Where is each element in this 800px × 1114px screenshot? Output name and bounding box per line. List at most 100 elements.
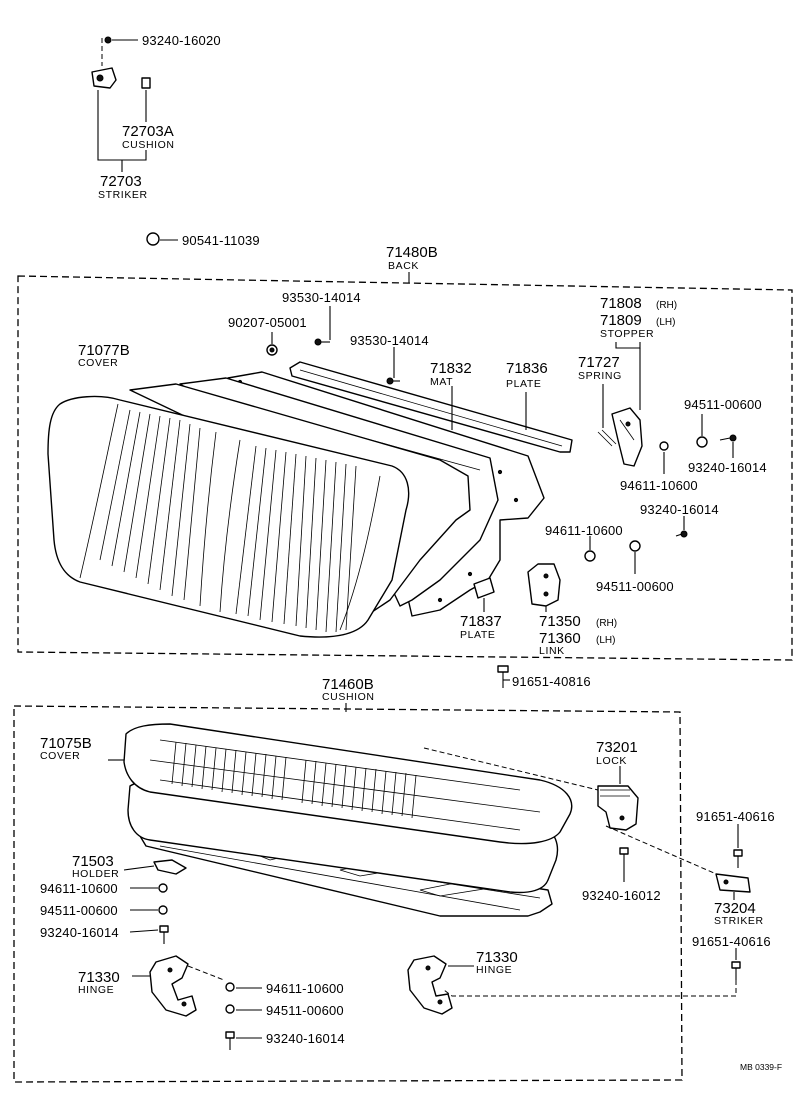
hinge-dashed-line [443,980,737,997]
screw-93240-16014-a-icon [729,434,737,442]
label-striker-top: STRIKER [98,189,148,201]
label-73204: 73204 [714,900,756,917]
screw-93240-16020-icon [104,36,112,44]
screw-93530-14014-a-icon [314,338,322,346]
label-holder: HOLDER [72,868,119,880]
label-93240-16014-b: 93240-16014 [640,502,719,517]
label-94611-10600-d: 94611-10600 [266,981,344,996]
cover-71077B [47,383,471,638]
label-link: LINK [539,645,565,657]
label-spring: SPRING [578,370,622,382]
screw-shaft [719,437,731,441]
hinge-left-dashed-line [187,965,225,981]
washer-94511-00600-c-icon [158,905,168,915]
plug-icon [146,232,160,246]
label-back: BACK [388,260,419,272]
washer-94511-00600-b-icon [629,540,641,552]
label-71837: 71837 [460,613,502,630]
cushion-seam-back [159,779,521,831]
label-hinge-left: HINGE [78,984,114,996]
fasteners-back-lower [473,516,688,612]
label-72703: 72703 [100,173,142,190]
label-71077B: 71077B [78,342,130,359]
label-71350: 71350 [539,613,581,630]
cover-back-pleats-left [99,409,201,601]
lock-icon [597,785,639,831]
label-71330-left: 71330 [78,969,120,986]
bolt-91651-40816 [497,665,510,688]
plate-bar-inner [299,369,563,447]
cushion-group-box [13,705,683,1083]
link-71350-icon [527,563,561,607]
label-71360-lh: (LH) [596,635,615,646]
washer-94611-10600-c-icon [158,883,168,893]
hinge-left-icon [149,955,197,1017]
lock-to-striker-line [605,825,731,881]
cover-back-pleats-right [235,445,357,633]
label-hinge-right: HINGE [476,964,512,976]
striker-73204 [443,824,751,997]
label-94511-00600-b: 94511-00600 [596,579,674,594]
diagram-code: MB 0339-F [740,1062,782,1072]
label-71809: 71809 [600,312,642,329]
label-71360: 71360 [539,630,581,647]
plate-71837-icon [473,577,495,599]
label-stopper: STOPPER [600,328,654,340]
lock-dashed-line [423,747,599,791]
striker-assembly-top [91,36,151,172]
cover-pleat-edge-left [79,403,119,579]
plate-71836 [289,361,573,453]
label-94611-10600-a: 94611-10600 [620,478,698,493]
label-71809-lh: (LH) [656,317,675,328]
spring-71727-icon [597,431,613,447]
label-93240-16014-d: 93240-16014 [266,1031,345,1046]
striker-hole-icon [96,74,104,82]
hinge-fasteners [225,982,262,1050]
label-striker-bottom: STRIKER [714,915,764,927]
lock-73201 [423,747,731,882]
label-71330-right: 71330 [476,949,518,966]
label-91651-40816: 91651-40816 [512,674,591,689]
washer-94611-10600-b-icon [584,550,596,562]
plug-90541-11039 [146,232,178,246]
label-71460B: 71460B [322,676,374,693]
label-90541-11039: 90541-11039 [182,233,260,248]
label-71075B: 71075B [40,735,92,752]
label-93240-16020: 93240-16020 [142,33,221,48]
label-71480B: 71480B [386,244,438,261]
label-93240-16014-c: 93240-16014 [40,925,119,940]
washer-94611-10600-d-icon [225,982,235,992]
label-93530-14014-b: 93530-14014 [350,333,429,348]
screw-shaft [675,533,683,537]
screw-93530-14014-b-icon [386,377,394,385]
label-93240-16014-a: 93240-16014 [688,460,767,475]
stopper-assembly [597,342,737,474]
label-72703A: 72703A [122,123,174,140]
holder-71503-icon [153,859,187,875]
striker-73204-icon [715,873,751,893]
screw-93240-16014-c-icon [159,925,169,933]
label-71808: 71808 [600,295,642,312]
screw-93240-16012-icon [619,847,629,855]
label-cushion: CUSHION [322,691,375,703]
label-91651-40616-a: 91651-40616 [696,809,775,824]
cover-pleat-edge-right [339,475,381,631]
washer-94611-10600-a-icon [659,441,669,451]
cushion-pleats-left [171,741,287,801]
washer-94511-00600-a-icon [696,436,708,448]
hinge-right-icon [407,955,453,1015]
label-71350-rh: (RH) [596,618,617,629]
leader-line [123,865,155,871]
label-94611-10600-b: 94611-10600 [545,523,623,538]
holder-fasteners-left [123,859,187,944]
label-cover-cushion: COVER [40,750,80,762]
back-group-box [17,275,793,661]
label-71836: 71836 [506,360,548,377]
cushion-pleats-right [301,759,417,819]
label-71503: 71503 [72,853,114,870]
label-94511-00600-a: 94511-00600 [684,397,762,412]
plate-bar-icon [289,361,573,453]
striker-72703-icon [91,67,117,89]
label-mat: MAT [430,376,453,388]
stopper-71808-icon [611,407,643,467]
